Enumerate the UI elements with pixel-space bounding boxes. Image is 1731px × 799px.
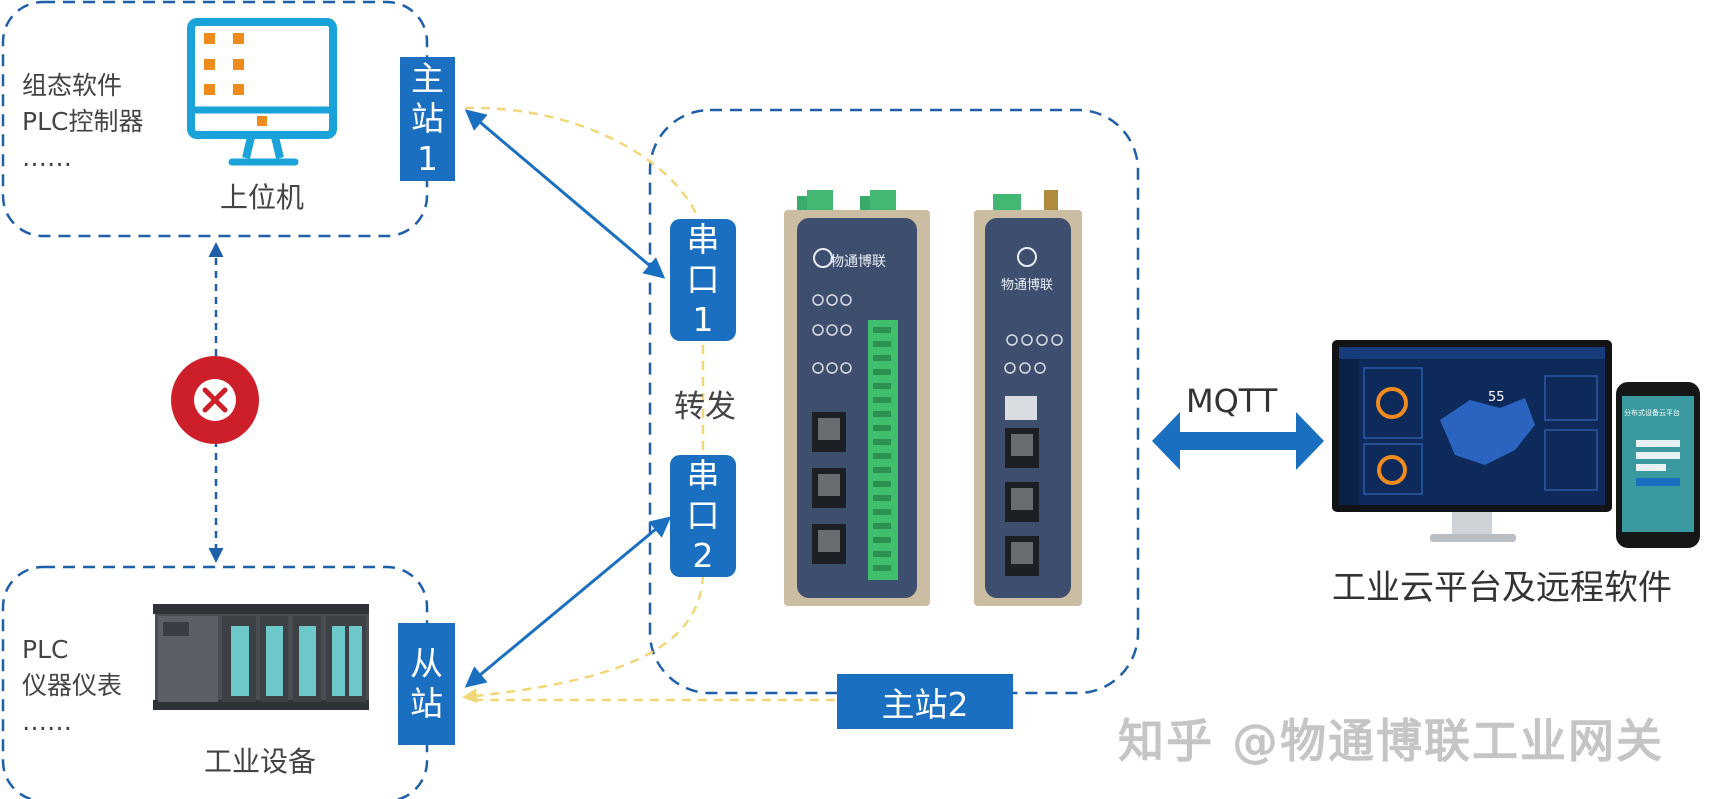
serial2-slave-link: [464, 516, 672, 688]
monitor-number: 55: [1488, 390, 1505, 405]
serial1-tag: 串 口 1: [670, 219, 736, 341]
master1-char-1: 主: [411, 59, 444, 98]
forward-label: 转发: [674, 389, 736, 425]
serial2-char-2: 口: [686, 496, 720, 535]
host-software-list: 组态软件 PLC控制器 ……: [22, 68, 143, 176]
serial1-char-3: 1: [692, 300, 714, 339]
mqtt-label: MQTT: [1186, 382, 1278, 420]
desktop-monitor-icon: [187, 18, 337, 166]
master1-serial1-link: [464, 109, 666, 279]
plc-rack-image: [153, 604, 369, 710]
master1-char-2: 站: [411, 99, 444, 138]
cloud-caption: 工业云平台及远程软件: [1332, 568, 1672, 608]
slave-tag: 从 站: [398, 623, 455, 745]
device-caption: 工业设备: [204, 745, 317, 778]
phone-title: 分布式设备云平台: [1624, 409, 1680, 417]
host-line-2: PLC控制器: [22, 107, 144, 136]
host-line-3: ……: [22, 143, 72, 172]
device-line-3: ……: [22, 707, 72, 736]
close-circle-icon: [171, 356, 259, 444]
device-line-1: PLC: [22, 635, 69, 664]
serial2-tag: 串 口 2: [670, 455, 736, 577]
serial2-char-3: 2: [692, 536, 714, 575]
gateway-device-large: [784, 190, 930, 606]
gateway-device-small: [974, 190, 1082, 606]
gateway-brand-small: 物通博联: [1001, 278, 1054, 293]
gateway-brand-large: 物通博联: [830, 254, 886, 270]
host-line-1: 组态软件: [22, 71, 123, 100]
phone-image: [1616, 382, 1700, 548]
master1-char-3: 1: [417, 139, 438, 178]
watermark: 知乎 @物通博联工业网关: [1118, 714, 1665, 768]
serial1-char-1: 串: [686, 220, 720, 259]
device-list: PLC 仪器仪表 ……: [22, 632, 122, 740]
slave-char-2: 站: [410, 684, 443, 723]
serial1-char-2: 口: [686, 260, 720, 299]
forward-path-lower: [462, 574, 705, 704]
master2-tag: 主站2: [837, 674, 1013, 729]
host-caption: 上位机: [220, 181, 305, 214]
serial2-char-1: 串: [686, 456, 720, 495]
cloud-monitor-image: [1332, 340, 1612, 542]
slave-char-1: 从: [410, 644, 443, 683]
device-line-2: 仪器仪表: [22, 671, 123, 700]
master1-tag: 主 站 1: [400, 57, 455, 181]
mqtt-arrow: [1152, 412, 1324, 470]
